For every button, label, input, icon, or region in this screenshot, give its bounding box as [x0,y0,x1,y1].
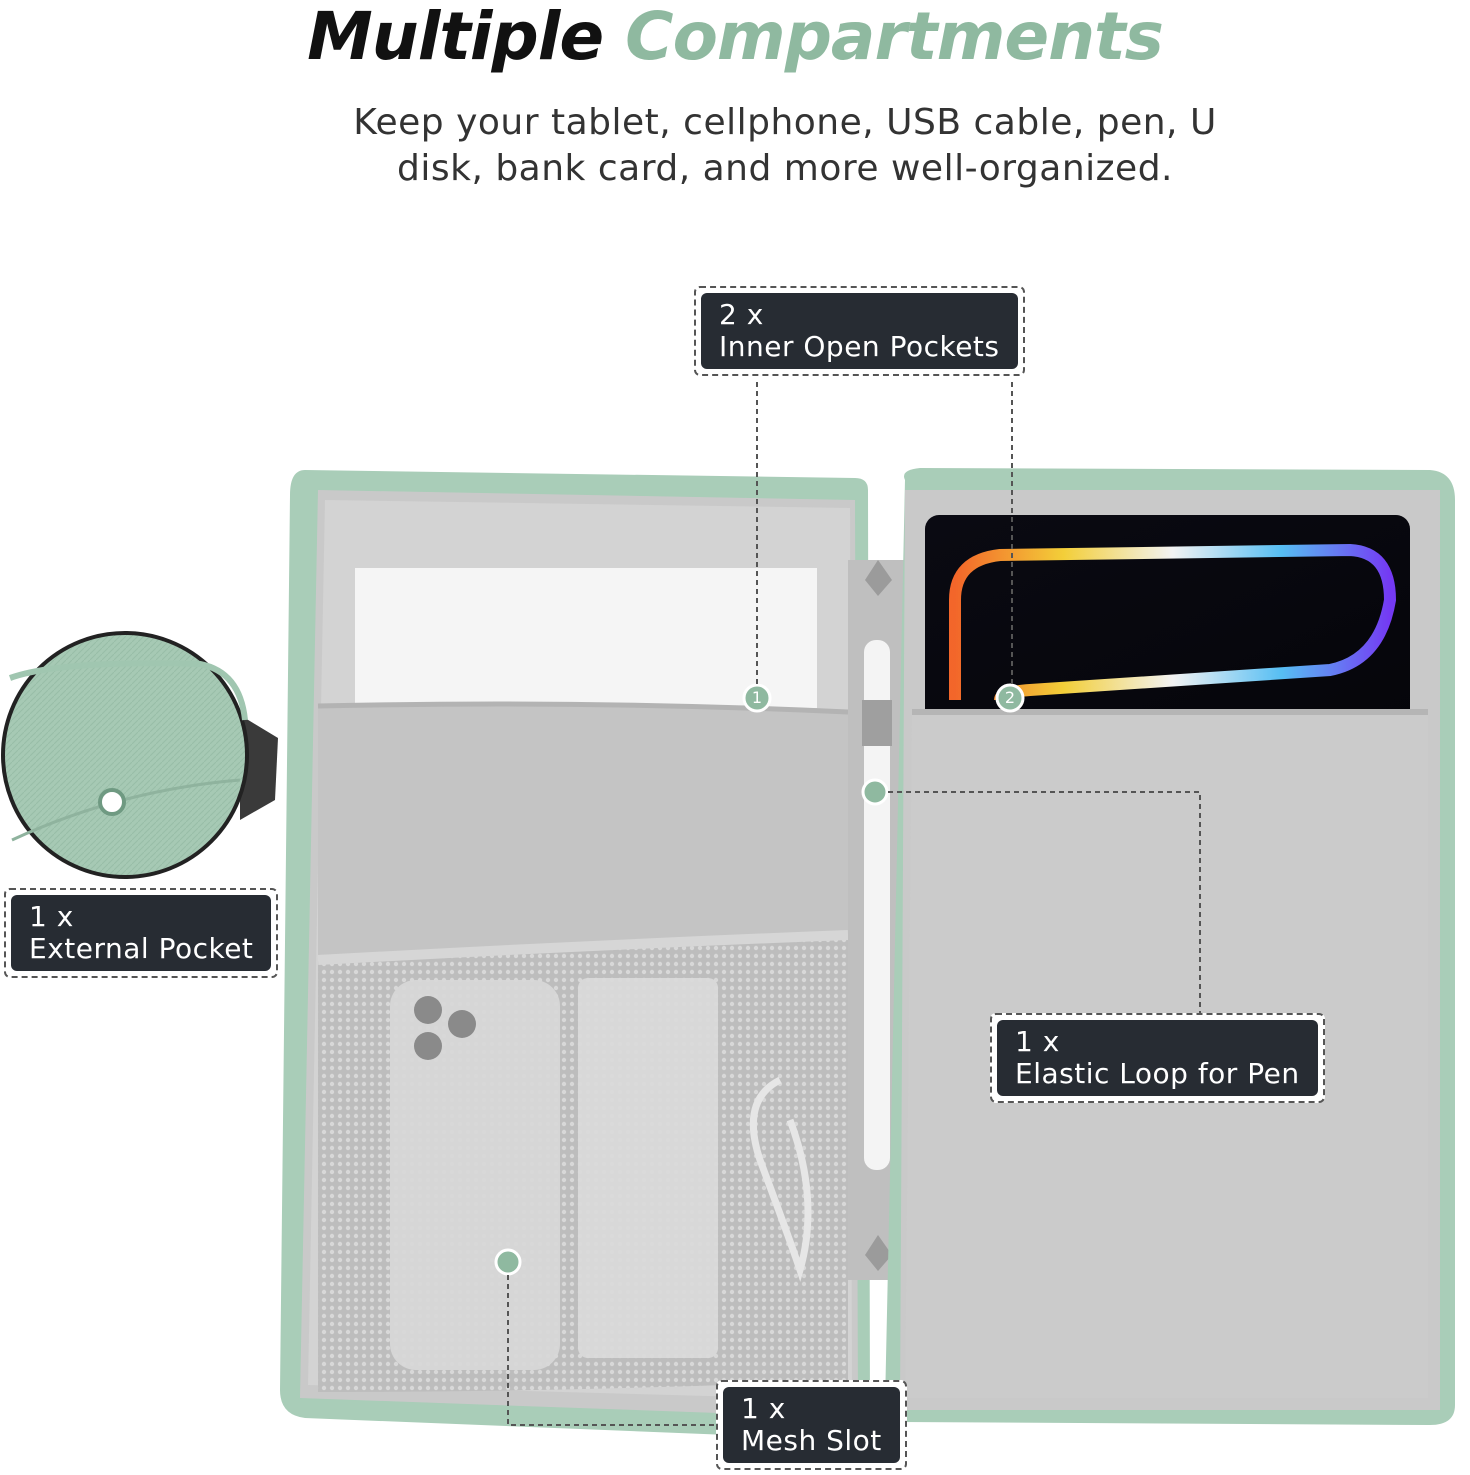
callout-inner-open-pockets: 2 x Inner Open Pockets [694,286,1025,376]
callout-label: Inner Open Pockets [719,330,1000,363]
callout-count: 1 x [29,900,74,933]
callout-external-pocket: 1 x External Pocket [4,888,279,978]
leader-lines [507,382,1201,1426]
case-right-half [885,468,1455,1425]
marker-points [494,683,1025,1276]
page-title: Multiple Compartments [0,0,1470,80]
callout-label: Elastic Loop for Pen [1015,1057,1300,1090]
callout-count: 1 x [741,1392,786,1425]
callout-count: 1 x [1015,1025,1060,1058]
title-word-multiple: Multiple [307,0,604,75]
callout-mesh-slot: 1 x Mesh Slot [716,1380,907,1470]
marker-1-label: 1 [751,688,763,707]
callout-label: External Pocket [29,932,254,965]
external-pocket-magnifier [1,631,278,879]
callout-elastic-loop: 1 x Elastic Loop for Pen [990,1013,1325,1103]
subtitle-line-1: Keep your tablet, cellphone, USB cable, … [353,102,1217,143]
subtitle: Keep your tablet, cellphone, USB cable, … [300,100,1270,192]
case-left-half [280,470,870,1440]
title-word-compartments: Compartments [625,0,1164,75]
subtitle-line-2: disk, bank card, and more well-organized… [396,148,1173,189]
callout-label: Mesh Slot [741,1424,882,1457]
marker-2-label: 2 [1004,688,1016,707]
callout-count: 2 x [719,298,764,331]
